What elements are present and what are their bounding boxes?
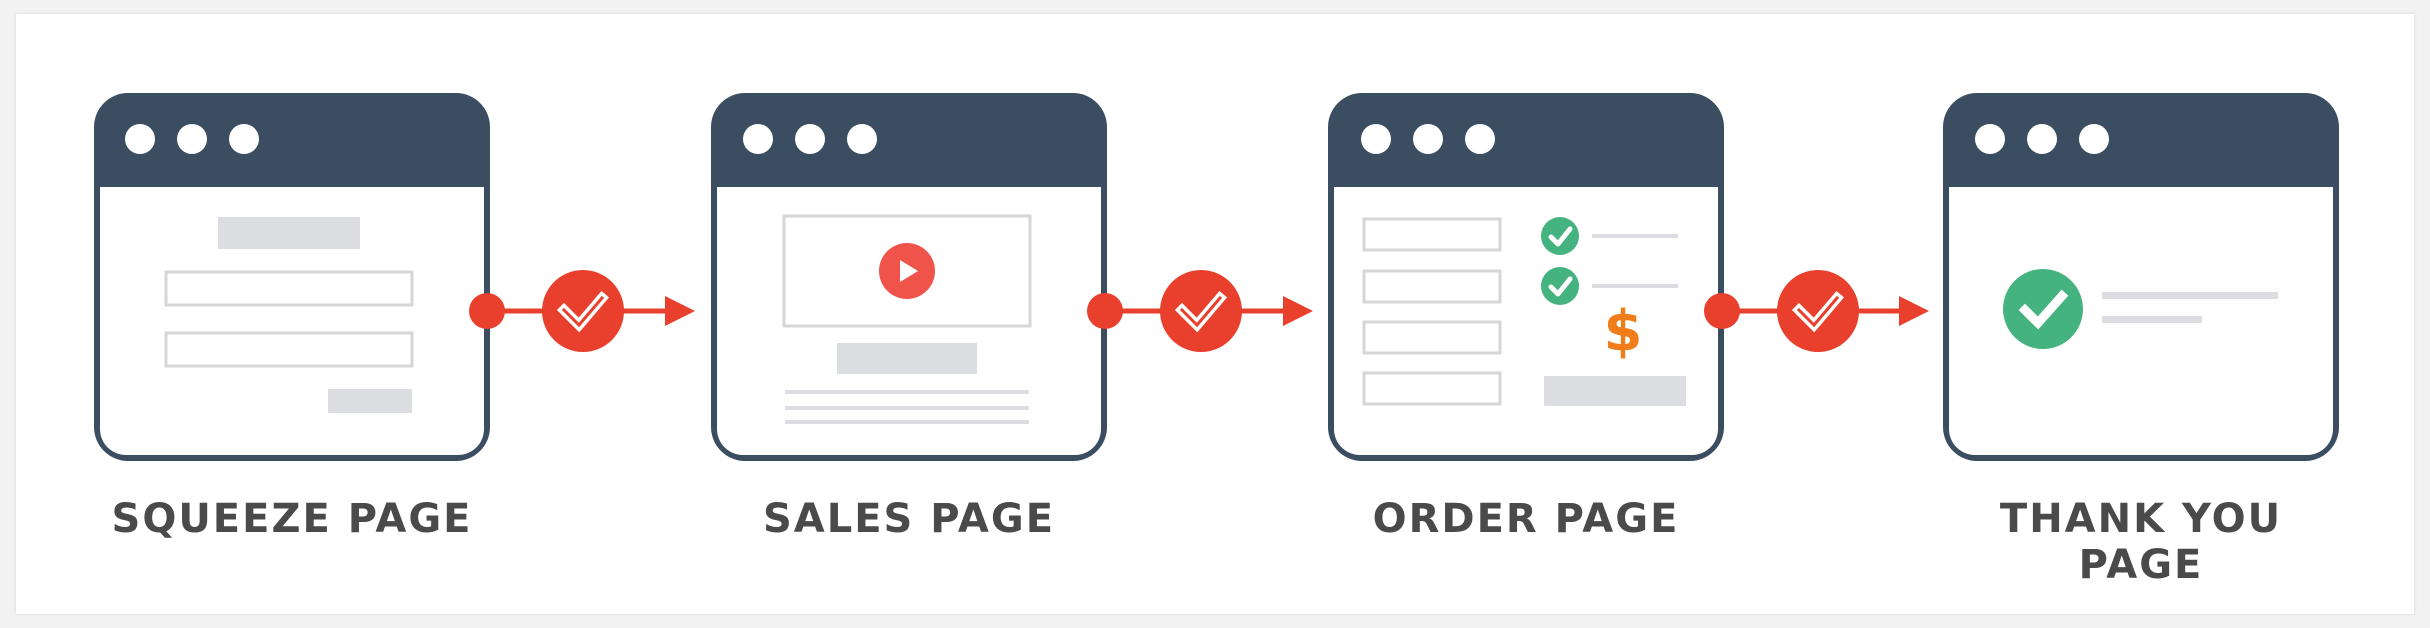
video-frame: [782, 214, 1032, 328]
squeeze-page-label: SQUEEZE PAGE: [111, 496, 473, 542]
message-line: [2102, 316, 2202, 323]
window-dot: [847, 124, 877, 154]
submit-placeholder: [328, 389, 412, 413]
thank-you-page-label: THANK YOU PAGE: [1999, 496, 2283, 588]
window-dot: [229, 124, 259, 154]
connector-2: [1087, 270, 1313, 352]
price-dollar-sign: $: [1604, 299, 1643, 364]
cta-placeholder: [837, 343, 977, 374]
text-line: [785, 406, 1029, 410]
window-dot: [1975, 124, 2005, 154]
order-page-label: ORDER PAGE: [1372, 496, 1680, 542]
check-icon: [1541, 267, 1579, 305]
arrow-head-icon: [1899, 296, 1929, 326]
check-icon: [1541, 217, 1579, 255]
email-field-outline: [164, 331, 414, 368]
connector-1: [469, 270, 695, 352]
order-field-outline: [1362, 217, 1502, 252]
benefit-line: [1592, 234, 1678, 238]
confirmation-check-icon: [2003, 269, 2083, 349]
order-page-window: $: [1328, 93, 1724, 461]
text-line: [785, 390, 1029, 394]
window-dot: [1361, 124, 1391, 154]
order-field-outline: [1362, 371, 1502, 406]
check-icon: [1777, 270, 1859, 352]
window-dot: [2079, 124, 2109, 154]
order-field-outline: [1362, 269, 1502, 304]
check-icon: [542, 270, 624, 352]
connector-3: [1704, 270, 1929, 352]
name-field-outline: [164, 270, 414, 307]
headline-placeholder: [218, 217, 360, 249]
thank-you-page-window: [1943, 93, 2339, 461]
sales-page-window: [711, 93, 1107, 461]
order-field-outline: [1362, 320, 1502, 355]
benefit-line: [1592, 284, 1678, 288]
play-icon: [879, 243, 935, 299]
window-dot: [1465, 124, 1495, 154]
window-dot: [743, 124, 773, 154]
window-dot: [125, 124, 155, 154]
window-dot: [1413, 124, 1443, 154]
message-line: [2102, 292, 2278, 299]
arrow-head-icon: [1283, 296, 1313, 326]
squeeze-page-window: [94, 93, 490, 461]
window-dot: [2027, 124, 2057, 154]
arrow-head-icon: [665, 296, 695, 326]
window-dot: [795, 124, 825, 154]
order-button-placeholder: [1544, 376, 1686, 406]
text-line: [785, 420, 1029, 424]
check-icon: [1160, 270, 1242, 352]
sales-page-label: SALES PAGE: [762, 496, 1056, 542]
window-dot: [177, 124, 207, 154]
